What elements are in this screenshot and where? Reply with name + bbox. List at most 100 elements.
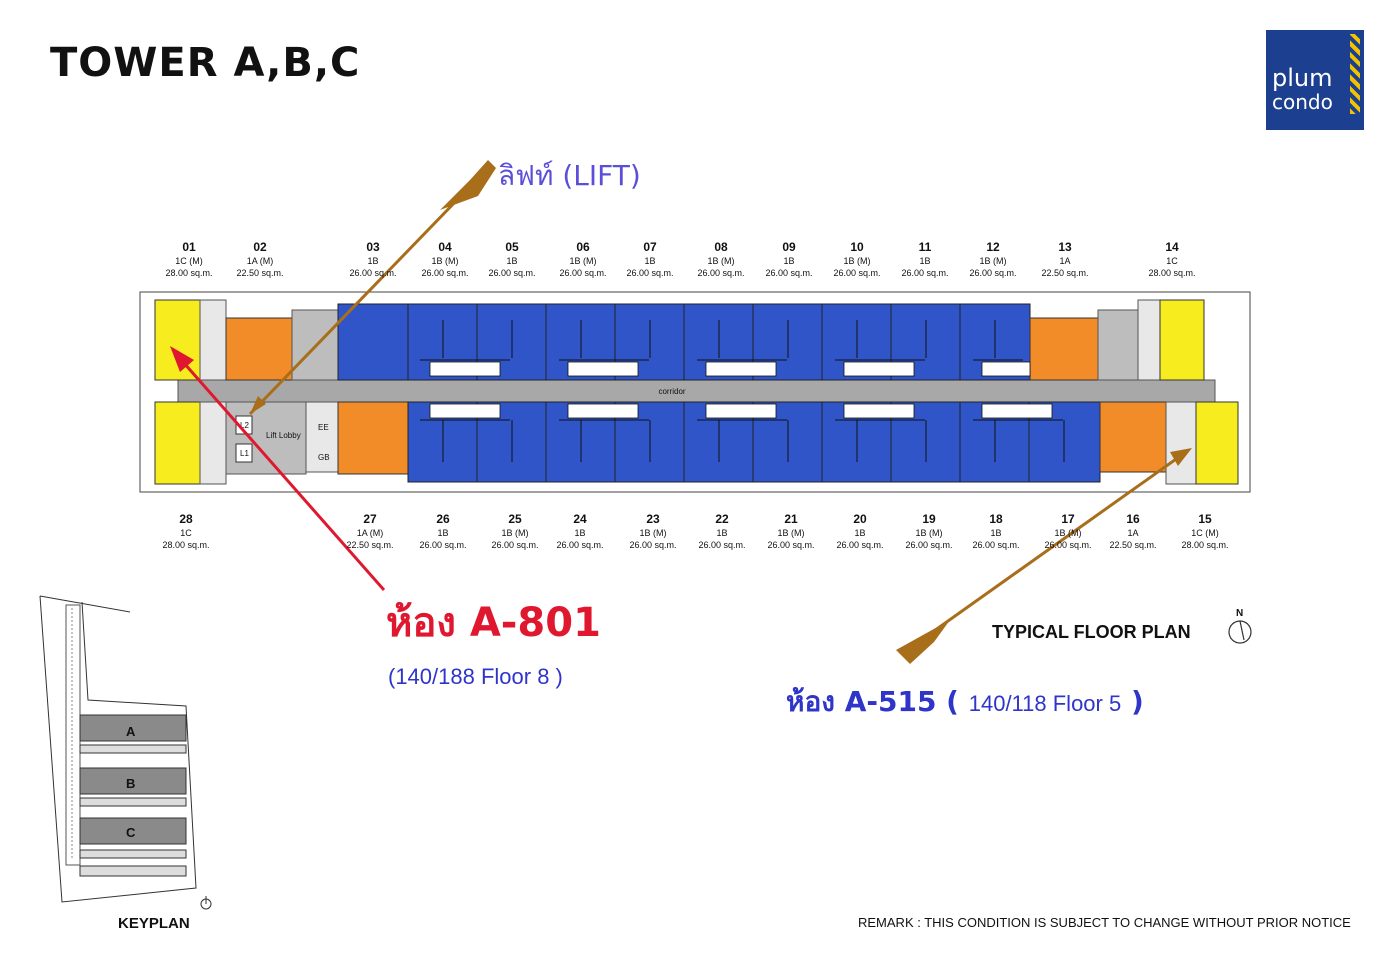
unit-label-area: 22.50 sq.m. xyxy=(1109,540,1157,550)
unit-label-no: 24 xyxy=(573,512,587,526)
unit-label-type: 1B (M) xyxy=(569,256,597,266)
unit-label-type: 1B (M) xyxy=(843,256,871,266)
unit-label-type: 1B xyxy=(574,528,586,538)
room-801-detail: (140/188 Floor 8 ) xyxy=(388,664,563,689)
room-515-detail: 140/118 Floor 5 xyxy=(968,691,1122,716)
unit-label-area: 26.00 sq.m. xyxy=(972,540,1020,550)
unit-label-area: 26.00 sq.m. xyxy=(559,268,607,278)
unit-02 xyxy=(225,317,293,381)
unit-label-type: 1C xyxy=(180,528,192,538)
unit-label-type: 1B xyxy=(367,256,379,266)
typical-floor-plan-label: TYPICAL FLOOR PLAN xyxy=(992,622,1191,642)
lift-annotation: ลิฟท์ (LIFT) xyxy=(498,159,641,192)
unit-label-no: 08 xyxy=(714,240,728,254)
bottom-row-units xyxy=(154,401,1239,485)
corridor-label: corridor xyxy=(658,387,685,396)
unit-label-area: 26.00 sq.m. xyxy=(836,540,884,550)
unit-label-type: 1B (M) xyxy=(501,528,529,538)
unit-label-no: 11 xyxy=(918,240,932,254)
unit-label-no: 15 xyxy=(1198,512,1212,526)
unit-label: 24 1B 26.00 sq.m. xyxy=(535,512,625,550)
unit-label: 19 1B (M) 26.00 sq.m. xyxy=(884,512,974,550)
logo-stripe-icon xyxy=(1350,34,1360,114)
stair-core-right xyxy=(1097,309,1139,381)
unit-label-no: 17 xyxy=(1061,512,1075,526)
page-title: TOWER A,B,C xyxy=(50,40,361,86)
unit-label-type: 1B (M) xyxy=(431,256,459,266)
unit-label-type: 1C (M) xyxy=(175,256,203,266)
unit-label-type: 1B xyxy=(644,256,656,266)
service-rooms xyxy=(305,401,339,473)
unit-label-area: 26.00 sq.m. xyxy=(491,540,539,550)
unit-label-type: 1A xyxy=(1127,528,1139,538)
unit-label-area: 26.00 sq.m. xyxy=(626,268,674,278)
unit-label-area: 26.00 sq.m. xyxy=(697,268,745,278)
unit-label-type: 1B xyxy=(990,528,1002,538)
unit-label-area: 26.00 sq.m. xyxy=(629,540,677,550)
unit-label-area: 26.00 sq.m. xyxy=(905,540,953,550)
logo-line3: SAMAKKHI xyxy=(1271,122,1359,132)
ee-label: EE xyxy=(318,423,329,432)
unit-label-no: 03 xyxy=(366,240,380,254)
lift-l2 xyxy=(235,415,253,435)
unit-label-area: 26.00 sq.m. xyxy=(901,268,949,278)
lift-lobby-label: Lift Lobby xyxy=(266,431,301,440)
unit-label-type: 1C xyxy=(1166,256,1178,266)
unit-label-no: 26 xyxy=(436,512,450,526)
unit-label-area: 26.00 sq.m. xyxy=(969,268,1017,278)
unit-label-type: 1B xyxy=(506,256,518,266)
unit-label-no: 06 xyxy=(576,240,590,254)
bath-fixtures xyxy=(429,361,1053,419)
unit-label: 05 1B 26.00 sq.m. xyxy=(467,240,557,278)
unit-label-no: 22 xyxy=(715,512,729,526)
l1-label: L1 xyxy=(240,449,249,458)
north-label: N xyxy=(1236,608,1243,619)
unit-label-no: 05 xyxy=(505,240,519,254)
unit-label-area: 26.00 sq.m. xyxy=(419,540,467,550)
unit-01 xyxy=(154,299,201,381)
room-515-close: ) xyxy=(1130,685,1144,718)
unit-label-area: 26.00 sq.m. xyxy=(488,268,536,278)
unit-label-area: 26.00 sq.m. xyxy=(698,540,746,550)
unit-label-no: 18 xyxy=(989,512,1003,526)
unit-label-no: 28 xyxy=(179,512,193,526)
unit-15-bath xyxy=(1165,401,1197,485)
unit-label-type: 1B (M) xyxy=(979,256,1007,266)
unit-label-no: 20 xyxy=(853,512,867,526)
unit-label-area: 26.00 sq.m. xyxy=(767,540,815,550)
keyplan-tower-a: A xyxy=(126,724,136,739)
unit-15 xyxy=(1195,401,1239,485)
unit-label-type: 1B (M) xyxy=(915,528,943,538)
unit-label-area: 26.00 sq.m. xyxy=(765,268,813,278)
lift-arrow xyxy=(248,160,496,416)
unit-label-area: 26.00 sq.m. xyxy=(421,268,469,278)
room-801-label: ห้อง A-801 xyxy=(386,600,601,646)
lift-l1 xyxy=(235,443,253,463)
unit-label: 18 1B 26.00 sq.m. xyxy=(951,512,1041,550)
unit-28-bath xyxy=(199,401,227,485)
unit-label-area: 26.00 sq.m. xyxy=(1044,540,1092,550)
l2-label: L2 xyxy=(240,421,249,430)
unit-label-area: 26.00 sq.m. xyxy=(556,540,604,550)
brand-logo: plum condo SAMAKKHI xyxy=(1266,30,1364,132)
unit-label-no: 19 xyxy=(922,512,936,526)
unit-label-no: 13 xyxy=(1058,240,1072,254)
